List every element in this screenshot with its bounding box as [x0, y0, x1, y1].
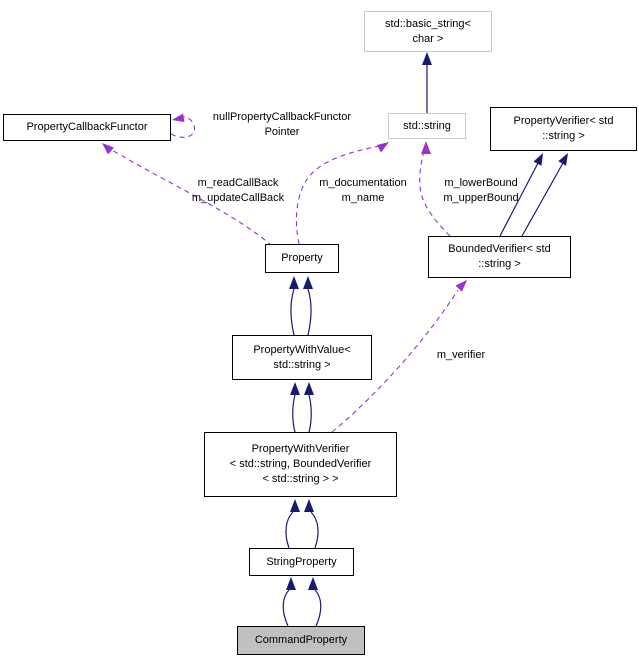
edge-commandproperty-stringproperty-2	[314, 589, 322, 627]
class-node-command-property[interactable]: CommandProperty	[237, 626, 365, 655]
class-node-property-callback-functor[interactable]: PropertyCallbackFunctor	[3, 114, 171, 141]
class-node-std-string[interactable]: std::string	[388, 113, 466, 139]
class-node-property-with-verifier[interactable]: PropertyWithVerifier < std::string, Boun…	[204, 432, 397, 497]
edge-label-read-update-callback: m_readCallBack m_updateCallBack	[191, 177, 285, 204]
edge-pwvalue-property-1	[290, 288, 295, 336]
edge-pwverifier-boundedverifier	[331, 289, 459, 433]
edge-property-pcf	[111, 149, 273, 247]
class-node-property-verifier[interactable]: PropertyVerifier< std ::string >	[490, 107, 637, 151]
class-node-property[interactable]: Property	[265, 244, 339, 273]
usage-edges	[111, 116, 459, 433]
edge-label-documentation-name: m_documentation m_name	[319, 177, 407, 204]
class-node-bounded-verifier[interactable]: BoundedVerifier< std ::string >	[428, 236, 571, 278]
class-node-string-property[interactable]: StringProperty	[249, 548, 354, 576]
class-node-property-with-value[interactable]: PropertyWithValue< std::string >	[232, 335, 372, 380]
edge-pwvalue-property-2	[307, 288, 312, 336]
class-node-std-basic-string[interactable]: std::basic_string< char >	[364, 11, 492, 52]
edge-property-stdstring	[295, 145, 380, 245]
edge-boundedverifier-propertyverifier-2	[521, 162, 564, 237]
edge-stringproperty-pwverifier-1	[285, 511, 294, 549]
edge-label-verifier: m_verifier	[436, 349, 486, 361]
inheritance-edges	[282, 64, 564, 627]
edge-pwverifier-pwvalue-1	[292, 394, 296, 433]
edge-label-lower-upper-bound: m_lowerBound m_upperBound	[443, 177, 519, 204]
usage-arrowheads	[102, 113, 467, 292]
edge-boundedverifier-propertyverifier-1	[499, 162, 539, 237]
edge-pwverifier-pwvalue-2	[308, 394, 312, 433]
inheritance-arrowheads	[286, 52, 568, 590]
edge-label-null-property-callback-functor-pointer: nullPropertyCallbackFunctor Pointer	[212, 111, 352, 138]
edge-commandproperty-stringproperty-1	[282, 589, 290, 627]
edge-stringproperty-pwverifier-2	[310, 511, 319, 549]
edge-boundedverifier-stdstring	[419, 147, 451, 237]
